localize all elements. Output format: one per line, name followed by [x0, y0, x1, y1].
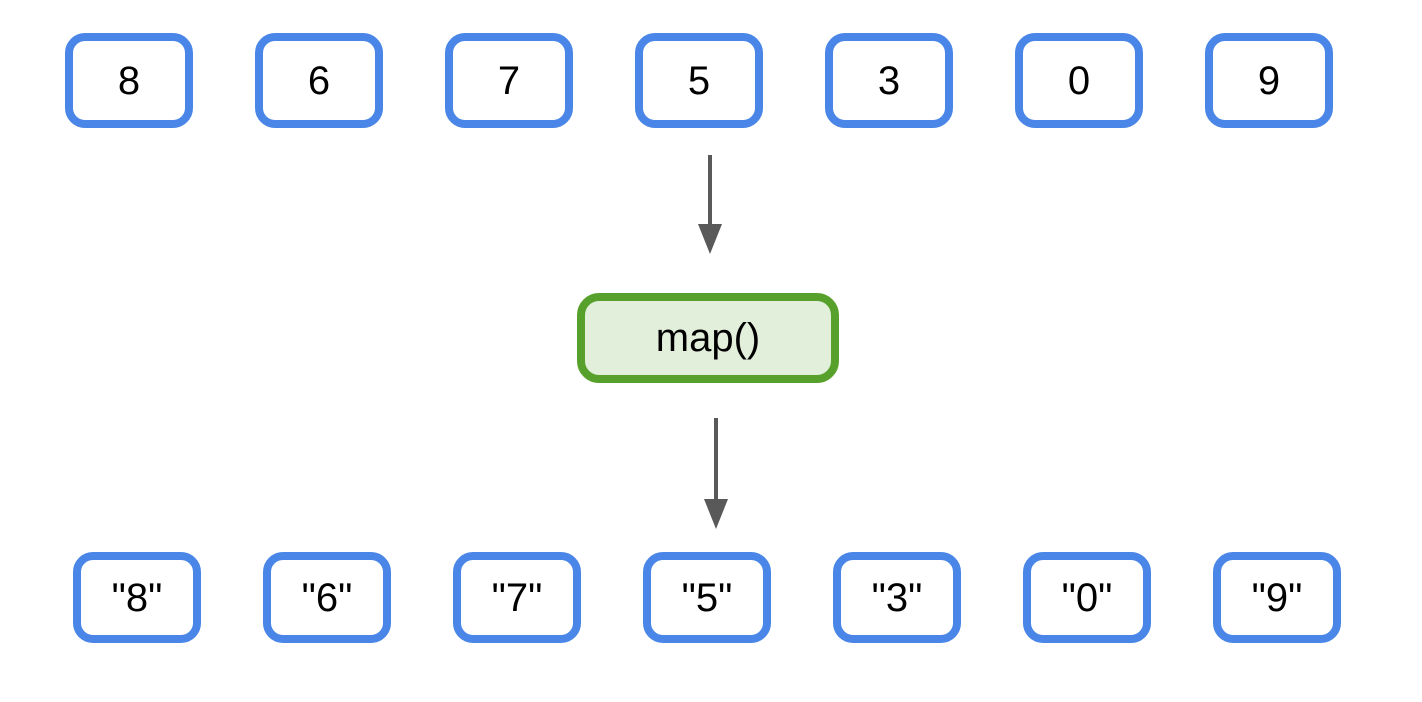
input-box-label: 8: [117, 58, 141, 103]
map-operation-box[interactable]: map(): [577, 293, 839, 383]
output-box-label: "8": [111, 575, 163, 620]
input-box-2[interactable]: 7: [445, 33, 573, 128]
input-box-4[interactable]: 3: [825, 33, 953, 128]
input-box-label: 6: [307, 58, 331, 103]
input-box-label: 0: [1067, 58, 1091, 103]
output-box-4[interactable]: "3": [833, 552, 961, 643]
input-box-label: 3: [877, 58, 901, 103]
output-box-label: "7": [491, 575, 543, 620]
input-box-6[interactable]: 9: [1205, 33, 1333, 128]
input-box-5[interactable]: 0: [1015, 33, 1143, 128]
output-box-6[interactable]: "9": [1213, 552, 1341, 643]
output-box-2[interactable]: "7": [453, 552, 581, 643]
input-box-1[interactable]: 6: [255, 33, 383, 128]
output-box-0[interactable]: "8": [73, 552, 201, 643]
output-box-label: "9": [1251, 575, 1303, 620]
output-box-label: "5": [681, 575, 733, 620]
input-box-label: 7: [497, 58, 521, 103]
input-box-label: 5: [687, 58, 711, 103]
output-box-3[interactable]: "5": [643, 552, 771, 643]
output-box-label: "0": [1061, 575, 1113, 620]
input-box-label: 9: [1257, 58, 1281, 103]
output-box-1[interactable]: "6": [263, 552, 391, 643]
input-box-0[interactable]: 8: [65, 33, 193, 128]
output-box-label: "3": [871, 575, 923, 620]
output-box-label: "6": [301, 575, 353, 620]
input-box-3[interactable]: 5: [635, 33, 763, 128]
map-operation-label: map(): [655, 316, 761, 360]
output-box-5[interactable]: "0": [1023, 552, 1151, 643]
